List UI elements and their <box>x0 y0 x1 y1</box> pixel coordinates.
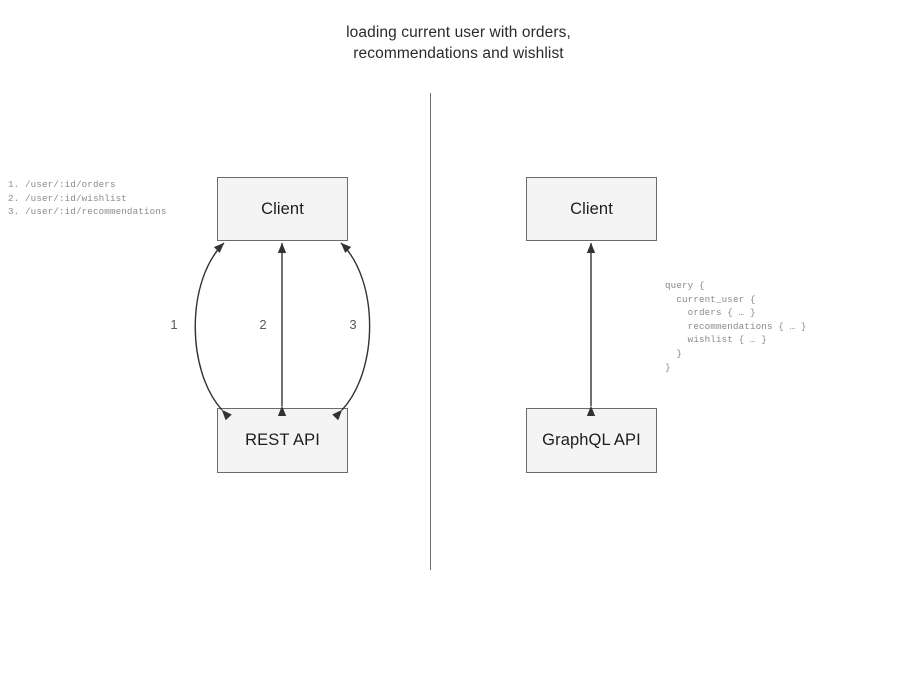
node-graphql-api: GraphQL API <box>526 408 657 473</box>
node-graphql-client: Client <box>526 177 657 241</box>
node-rest-api: REST API <box>217 408 348 473</box>
edge-label-1: 1 <box>170 317 178 332</box>
page-title: loading current user with orders, recomm… <box>346 24 571 62</box>
graphql-query-block: query { current_user { orders { … } reco… <box>665 280 807 373</box>
edge-label-2: 2 <box>259 317 267 332</box>
rest-endpoint-list: 1. /user/:id/orders 2. /user/:id/wishlis… <box>8 179 167 218</box>
edge-rest-1 <box>194 242 232 421</box>
section-divider <box>430 93 431 570</box>
edge-label-3: 3 <box>349 317 357 332</box>
node-rest-client: Client <box>217 177 348 241</box>
